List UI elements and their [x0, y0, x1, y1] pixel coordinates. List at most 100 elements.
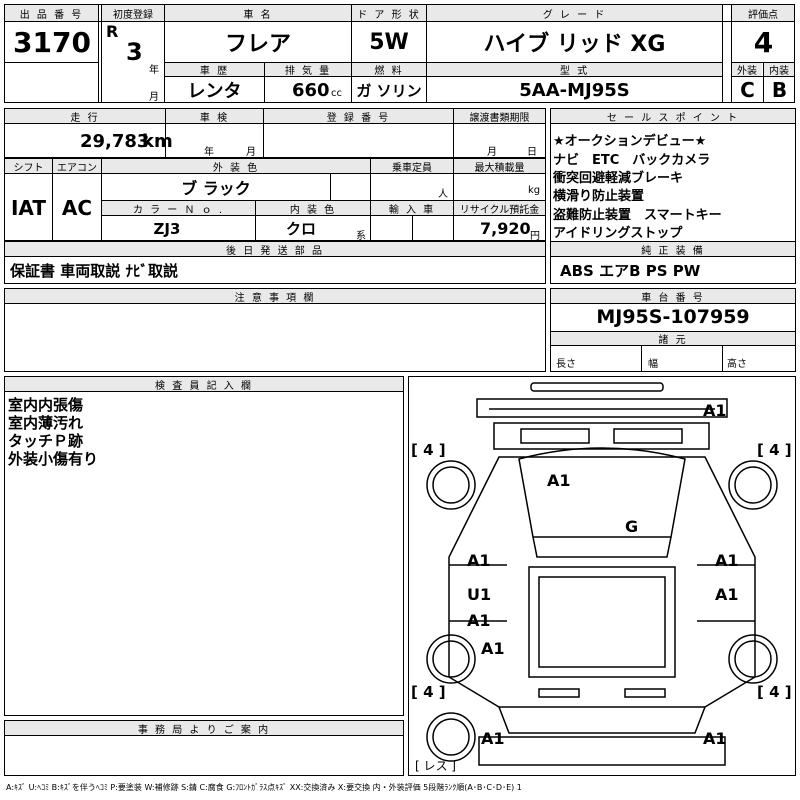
office-box	[4, 720, 404, 776]
car-diagram: A1 A1 G A1 A1 U1 A1 A1 A1 A1 A1 [ 4 ] [ …	[408, 376, 796, 776]
dim-height-label: 高さ	[727, 359, 747, 370]
aircon-value: AC	[61, 196, 93, 220]
fuel-header: 燃 料	[352, 63, 426, 76]
ext-color-value: ブ ラック	[181, 179, 251, 198]
genuine-equipment-header: 純 正 装 備	[551, 242, 795, 256]
int-grade: B	[771, 78, 788, 102]
damage-rear-left-bottom: A1	[481, 729, 505, 748]
sales-point-5: 盗難防止装置 スマートキー	[553, 208, 722, 223]
capacity-header: 乗車定員	[371, 159, 453, 173]
office-header: 事 務 局 よ り ご 案 内	[5, 721, 403, 735]
dimensions-header: 諸 元	[551, 332, 795, 345]
aircon-header: エアコン	[53, 159, 101, 173]
import-header: 輸 入 車	[371, 201, 453, 215]
genuine-equipment-value: ABS エアB PS PW	[560, 262, 701, 280]
recycle-header: リサイクル預託金	[454, 201, 545, 215]
notes-box	[4, 288, 546, 372]
inspector-header: 検 査 員 記 入 欄	[5, 377, 403, 391]
ext-grade: C	[740, 78, 755, 102]
spare-tire-label: [ レス ]	[415, 759, 456, 773]
sales-point-4: 横滑り防止装置	[553, 189, 645, 204]
chassis-header: 車 台 番 号	[551, 289, 795, 303]
mileage-unit: km	[142, 131, 173, 152]
recycle-value: 7,920	[480, 219, 531, 238]
month-unit: 月	[149, 92, 159, 103]
inspector-note-2: 室内薄汚れ	[8, 414, 84, 432]
inspection-header: 車 検	[166, 109, 263, 123]
color-no-header: カ ラ ー Ｎ ｏ .	[102, 201, 255, 215]
car-outline	[426, 382, 778, 766]
vehicle-history: レンタ	[187, 81, 242, 102]
lot-no-header: 出 品 番 号	[5, 5, 98, 21]
history-header: 車 歴	[165, 63, 264, 76]
recycle-unit: 円	[530, 231, 540, 242]
first-reg-header: 初度登録	[102, 5, 164, 21]
damage-glass: G	[625, 517, 639, 536]
ext-header: 外装	[732, 63, 762, 76]
transfer-header: 譲渡書類期限	[454, 109, 545, 123]
model-code: 5AA-MJ95S	[519, 79, 630, 101]
displacement-unit: cc	[331, 88, 342, 99]
damage-roof: A1	[547, 471, 571, 490]
door-type: 5W	[369, 29, 409, 55]
later-parts-value: 保証書 車両取説 ﾅﾋﾞ取説	[10, 262, 178, 280]
fuel-value: ガ ソリン	[356, 81, 422, 100]
int-color-value: クロ	[285, 220, 316, 238]
transfer-month-unit: 月	[487, 147, 497, 158]
tire-front-left: [ 4 ]	[411, 441, 446, 459]
damage-right-front-door: A1	[715, 551, 739, 570]
dim-width-label: 幅	[648, 359, 658, 370]
inspector-note-1: 室内内張傷	[8, 396, 84, 414]
notes-header: 注 意 事 項 欄	[5, 289, 545, 303]
era-letter: R	[106, 22, 119, 41]
score-value: 4	[753, 25, 774, 59]
sales-points-header: セ ー ル ス ポ イ ン ト	[551, 109, 795, 123]
tire-front-right: [ 4 ]	[757, 441, 792, 459]
damage-left-rear-fender: A1	[481, 639, 505, 658]
registration-header: 登 録 番 号	[264, 109, 453, 123]
sales-points-box	[550, 108, 796, 284]
inspector-box	[4, 376, 404, 716]
chassis-number: MJ95S-107959	[596, 306, 750, 328]
legend-text: A:ｷｽﾞ U:ﾍｺﾐ B:ｷｽﾞを伴うﾍｺﾐ P:要塗装 W:補修跡 S:錆 …	[6, 783, 522, 792]
tire-rear-left: [ 4 ]	[411, 683, 446, 701]
mileage-table	[4, 108, 546, 158]
grade-header: グ レ ー ド	[427, 5, 722, 21]
ext-color-header: 外 装 色	[102, 159, 370, 173]
later-parts-box	[4, 241, 546, 284]
damage-left-rear-door-a: A1	[467, 611, 491, 630]
doors-header: ド ア 形 状	[352, 5, 426, 21]
damage-right-rear-door: A1	[715, 585, 739, 604]
mileage-value: 29,783	[80, 131, 150, 152]
inspector-note-4: 外装小傷有り	[8, 450, 99, 468]
lot-number: 3170	[13, 25, 91, 59]
displacement-header: 排 気 量	[265, 63, 351, 76]
dim-length-label: 長さ	[556, 359, 576, 370]
int-header: 内装	[764, 63, 794, 76]
later-parts-header: 後 日 発 送 部 品	[5, 242, 545, 256]
tire-rear-right: [ 4 ]	[757, 683, 792, 701]
grade-name: ハイブ リッド XG	[483, 32, 666, 57]
inspector-note-3: タッチＰ跡	[8, 432, 84, 450]
insp-year-unit: 年	[204, 147, 214, 158]
sales-point-1: ★オークションデビュー★	[553, 134, 707, 149]
score-header: 評価点	[732, 5, 794, 21]
damage-rear-right-bottom: A1	[703, 729, 727, 748]
damage-left-front-door: A1	[467, 551, 491, 570]
transfer-day-unit: 日	[527, 147, 537, 158]
mileage-header: 走 行	[5, 109, 165, 123]
sales-point-3: 衝突回避軽減ブレーキ	[553, 171, 684, 186]
int-color-header: 内 装 色	[256, 201, 370, 215]
sales-point-6: アイドリングストップ	[553, 226, 683, 241]
reg-year: 3	[126, 38, 143, 66]
shift-header: シフト	[5, 159, 52, 173]
insp-month-unit: 月	[246, 147, 256, 158]
model-code-header: 型 式	[427, 63, 722, 76]
color-no-value: ZJ3	[153, 219, 181, 238]
max-load-header: 最大積載量	[454, 159, 545, 173]
capacity-unit: 人	[438, 189, 448, 200]
damage-front-right-top: A1	[703, 401, 727, 420]
int-color-unit: 系	[356, 231, 366, 242]
max-load-unit: kg	[528, 185, 541, 196]
year-unit: 年	[149, 65, 159, 76]
